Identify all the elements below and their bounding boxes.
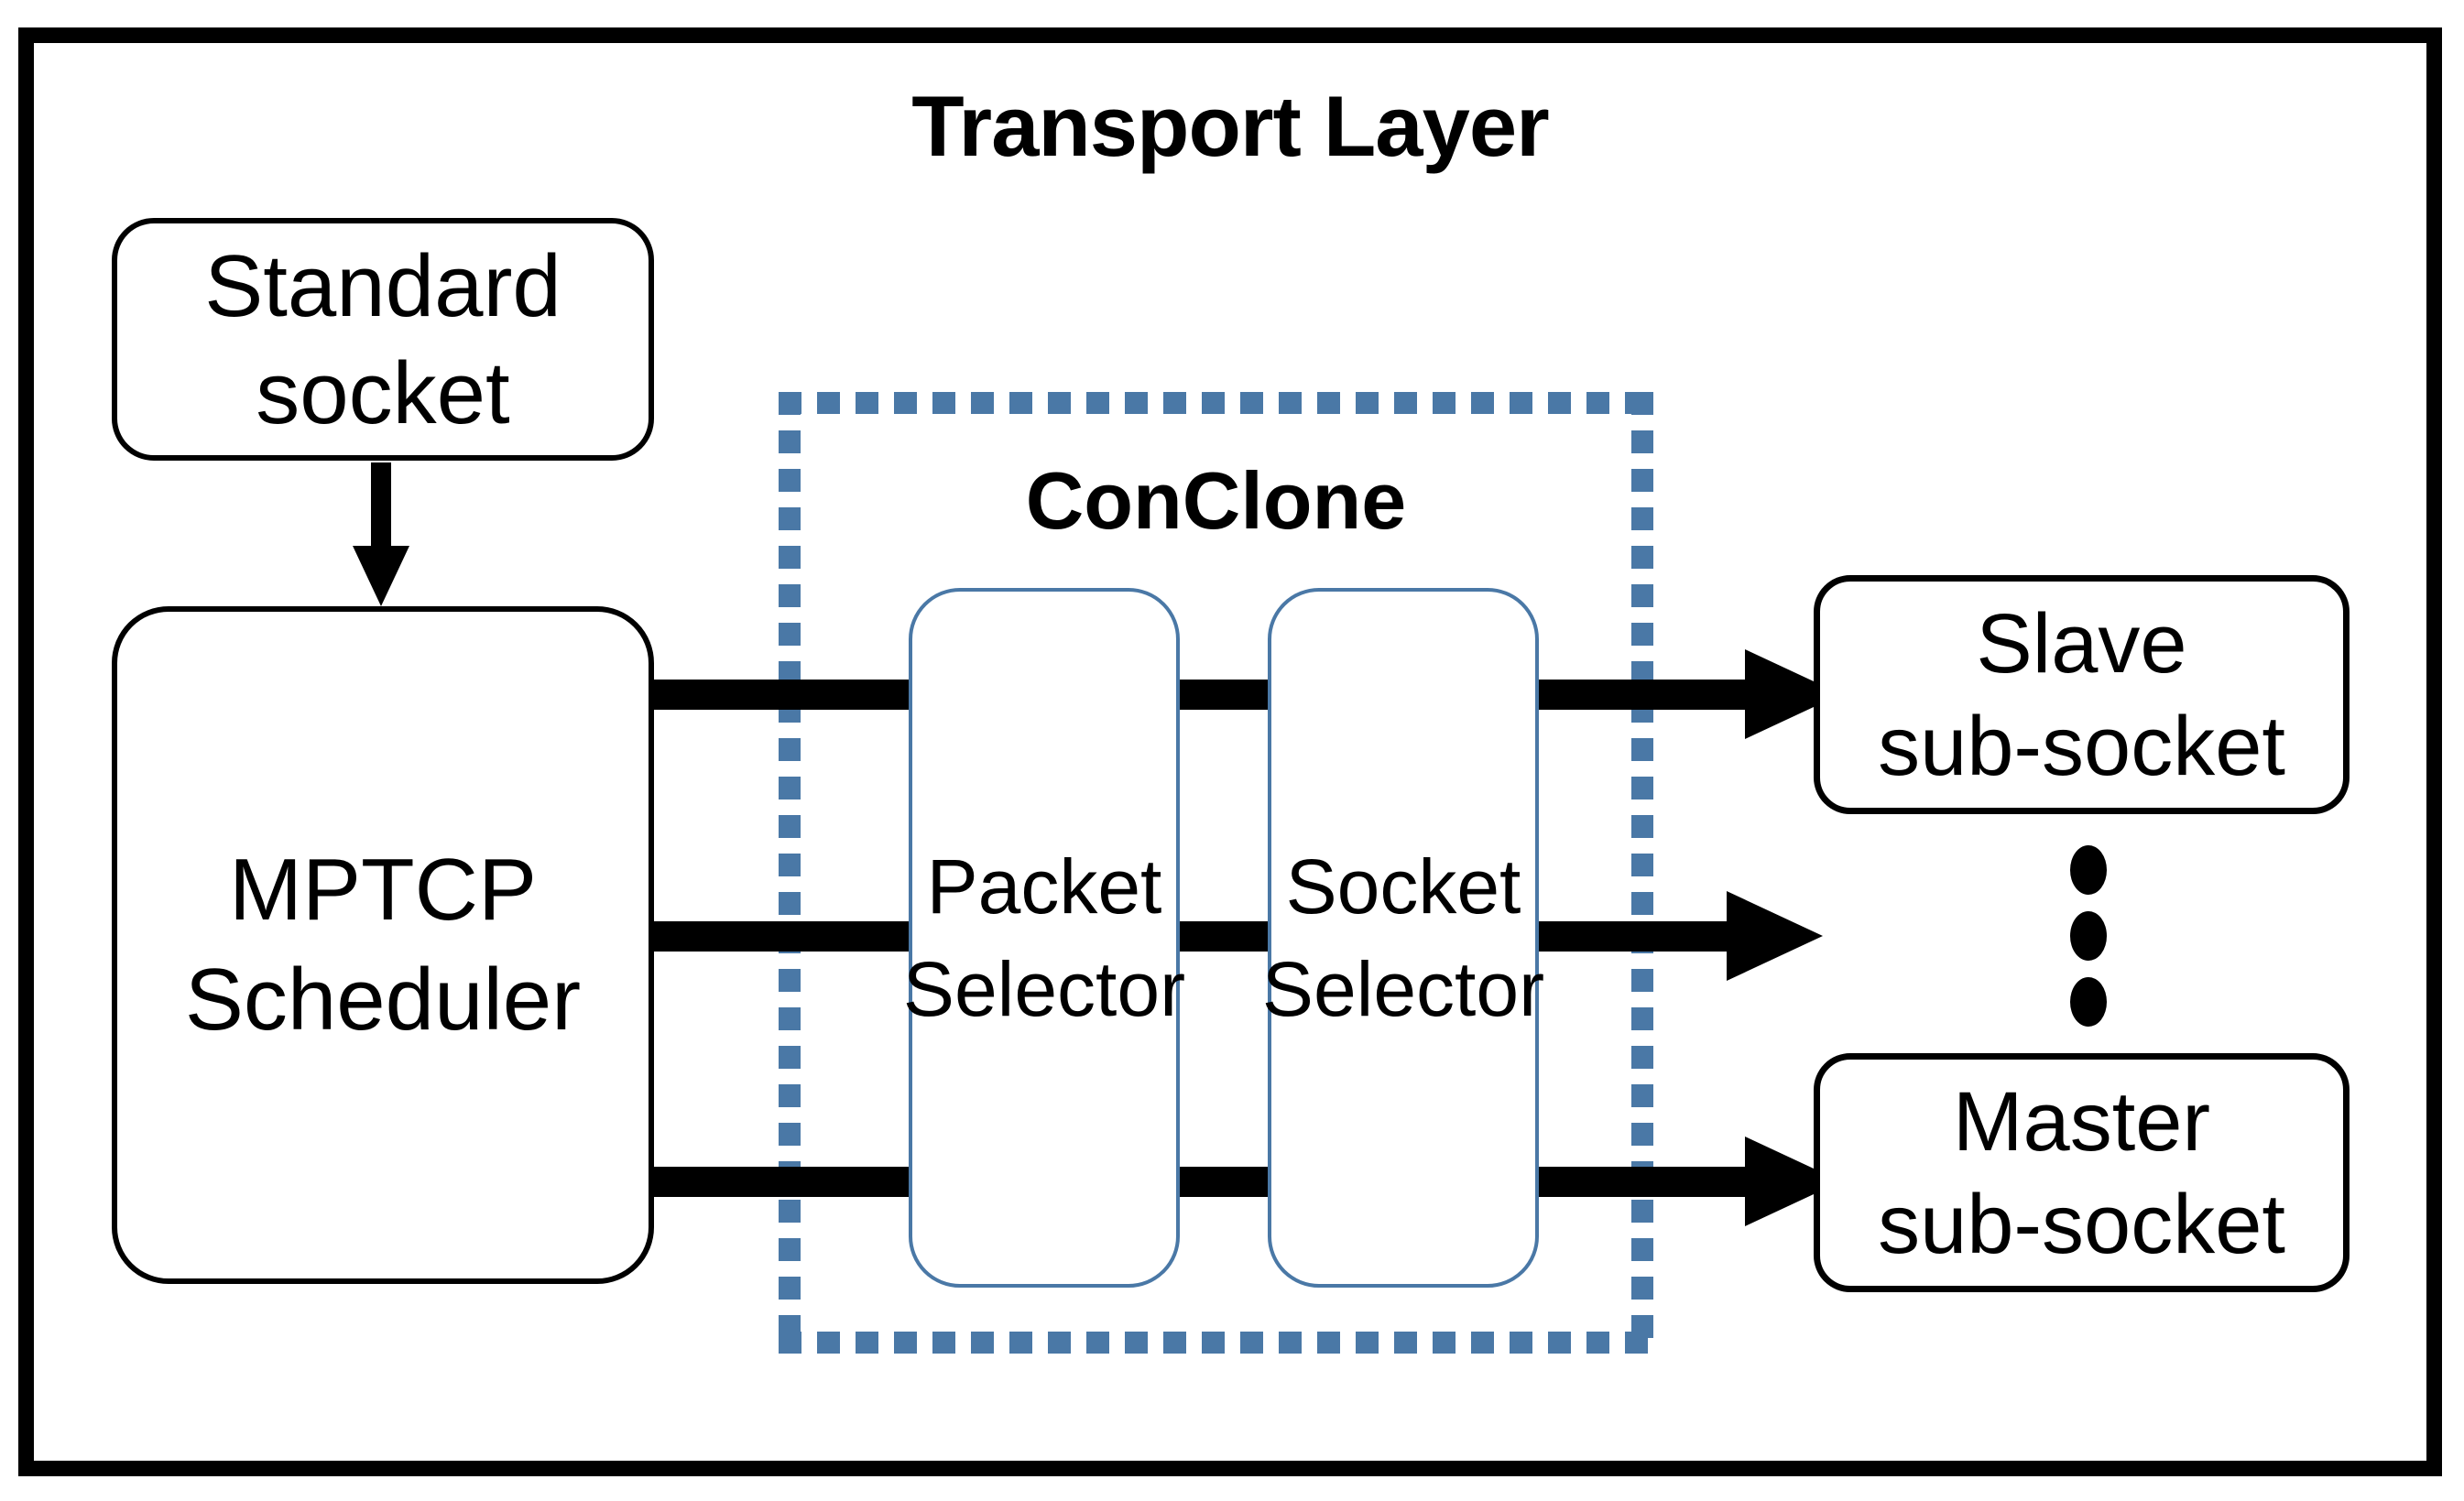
node-mptcp-scheduler: MPTCP Scheduler — [112, 606, 654, 1284]
diagram-title: Transport Layer — [911, 78, 1549, 174]
flow-arrow-top-shaft — [654, 680, 1745, 710]
node-mptcp-scheduler-label-line1: MPTCP — [229, 841, 537, 939]
node-packet-selector-label-line1: Packet — [926, 843, 1162, 930]
conclone-label: ConClone — [1025, 455, 1407, 546]
node-socket-selector-label-line1: Socket — [1285, 843, 1521, 930]
node-standard-socket-label-line1: Standard — [204, 236, 561, 335]
ellipsis-dot — [2070, 911, 2107, 961]
down-arrow-shaft — [371, 462, 391, 547]
node-socket-selector-label-line2: Selector — [1261, 946, 1545, 1032]
node-standard-socket-label-line2: socket — [256, 343, 510, 442]
node-slave-sub-socket-label-line1: Slave — [1976, 596, 2187, 691]
flow-arrow-bottom-shaft — [654, 1167, 1745, 1197]
node-master-sub-socket-label-line1: Master — [1952, 1074, 2211, 1169]
conclone-dashed-border-top — [779, 392, 1653, 414]
node-packet-selector: Packet Selector — [903, 588, 1185, 1288]
outer-frame — [18, 27, 2442, 1476]
node-socket-selector: Socket Selector — [1262, 588, 1544, 1288]
node-slave-sub-socket: Slave sub-socket — [1814, 575, 2350, 814]
node-packet-selector-label-line2: Selector — [902, 946, 1186, 1032]
ellipsis-dot — [2070, 845, 2107, 895]
node-slave-sub-socket-label-line2: sub-socket — [1878, 699, 2285, 793]
flow-arrow-middle-head-icon — [1727, 891, 1823, 981]
ellipsis-dot — [2070, 977, 2107, 1027]
node-standard-socket: Standard socket — [112, 218, 654, 461]
conclone-dashed-border-bottom — [779, 1332, 1653, 1354]
down-arrow-head-icon — [353, 546, 409, 606]
node-mptcp-scheduler-label-line2: Scheduler — [184, 951, 582, 1049]
node-master-sub-socket: Master sub-socket — [1814, 1053, 2350, 1292]
flow-arrow-middle-shaft — [654, 921, 1727, 952]
node-master-sub-socket-label-line2: sub-socket — [1878, 1177, 2285, 1271]
